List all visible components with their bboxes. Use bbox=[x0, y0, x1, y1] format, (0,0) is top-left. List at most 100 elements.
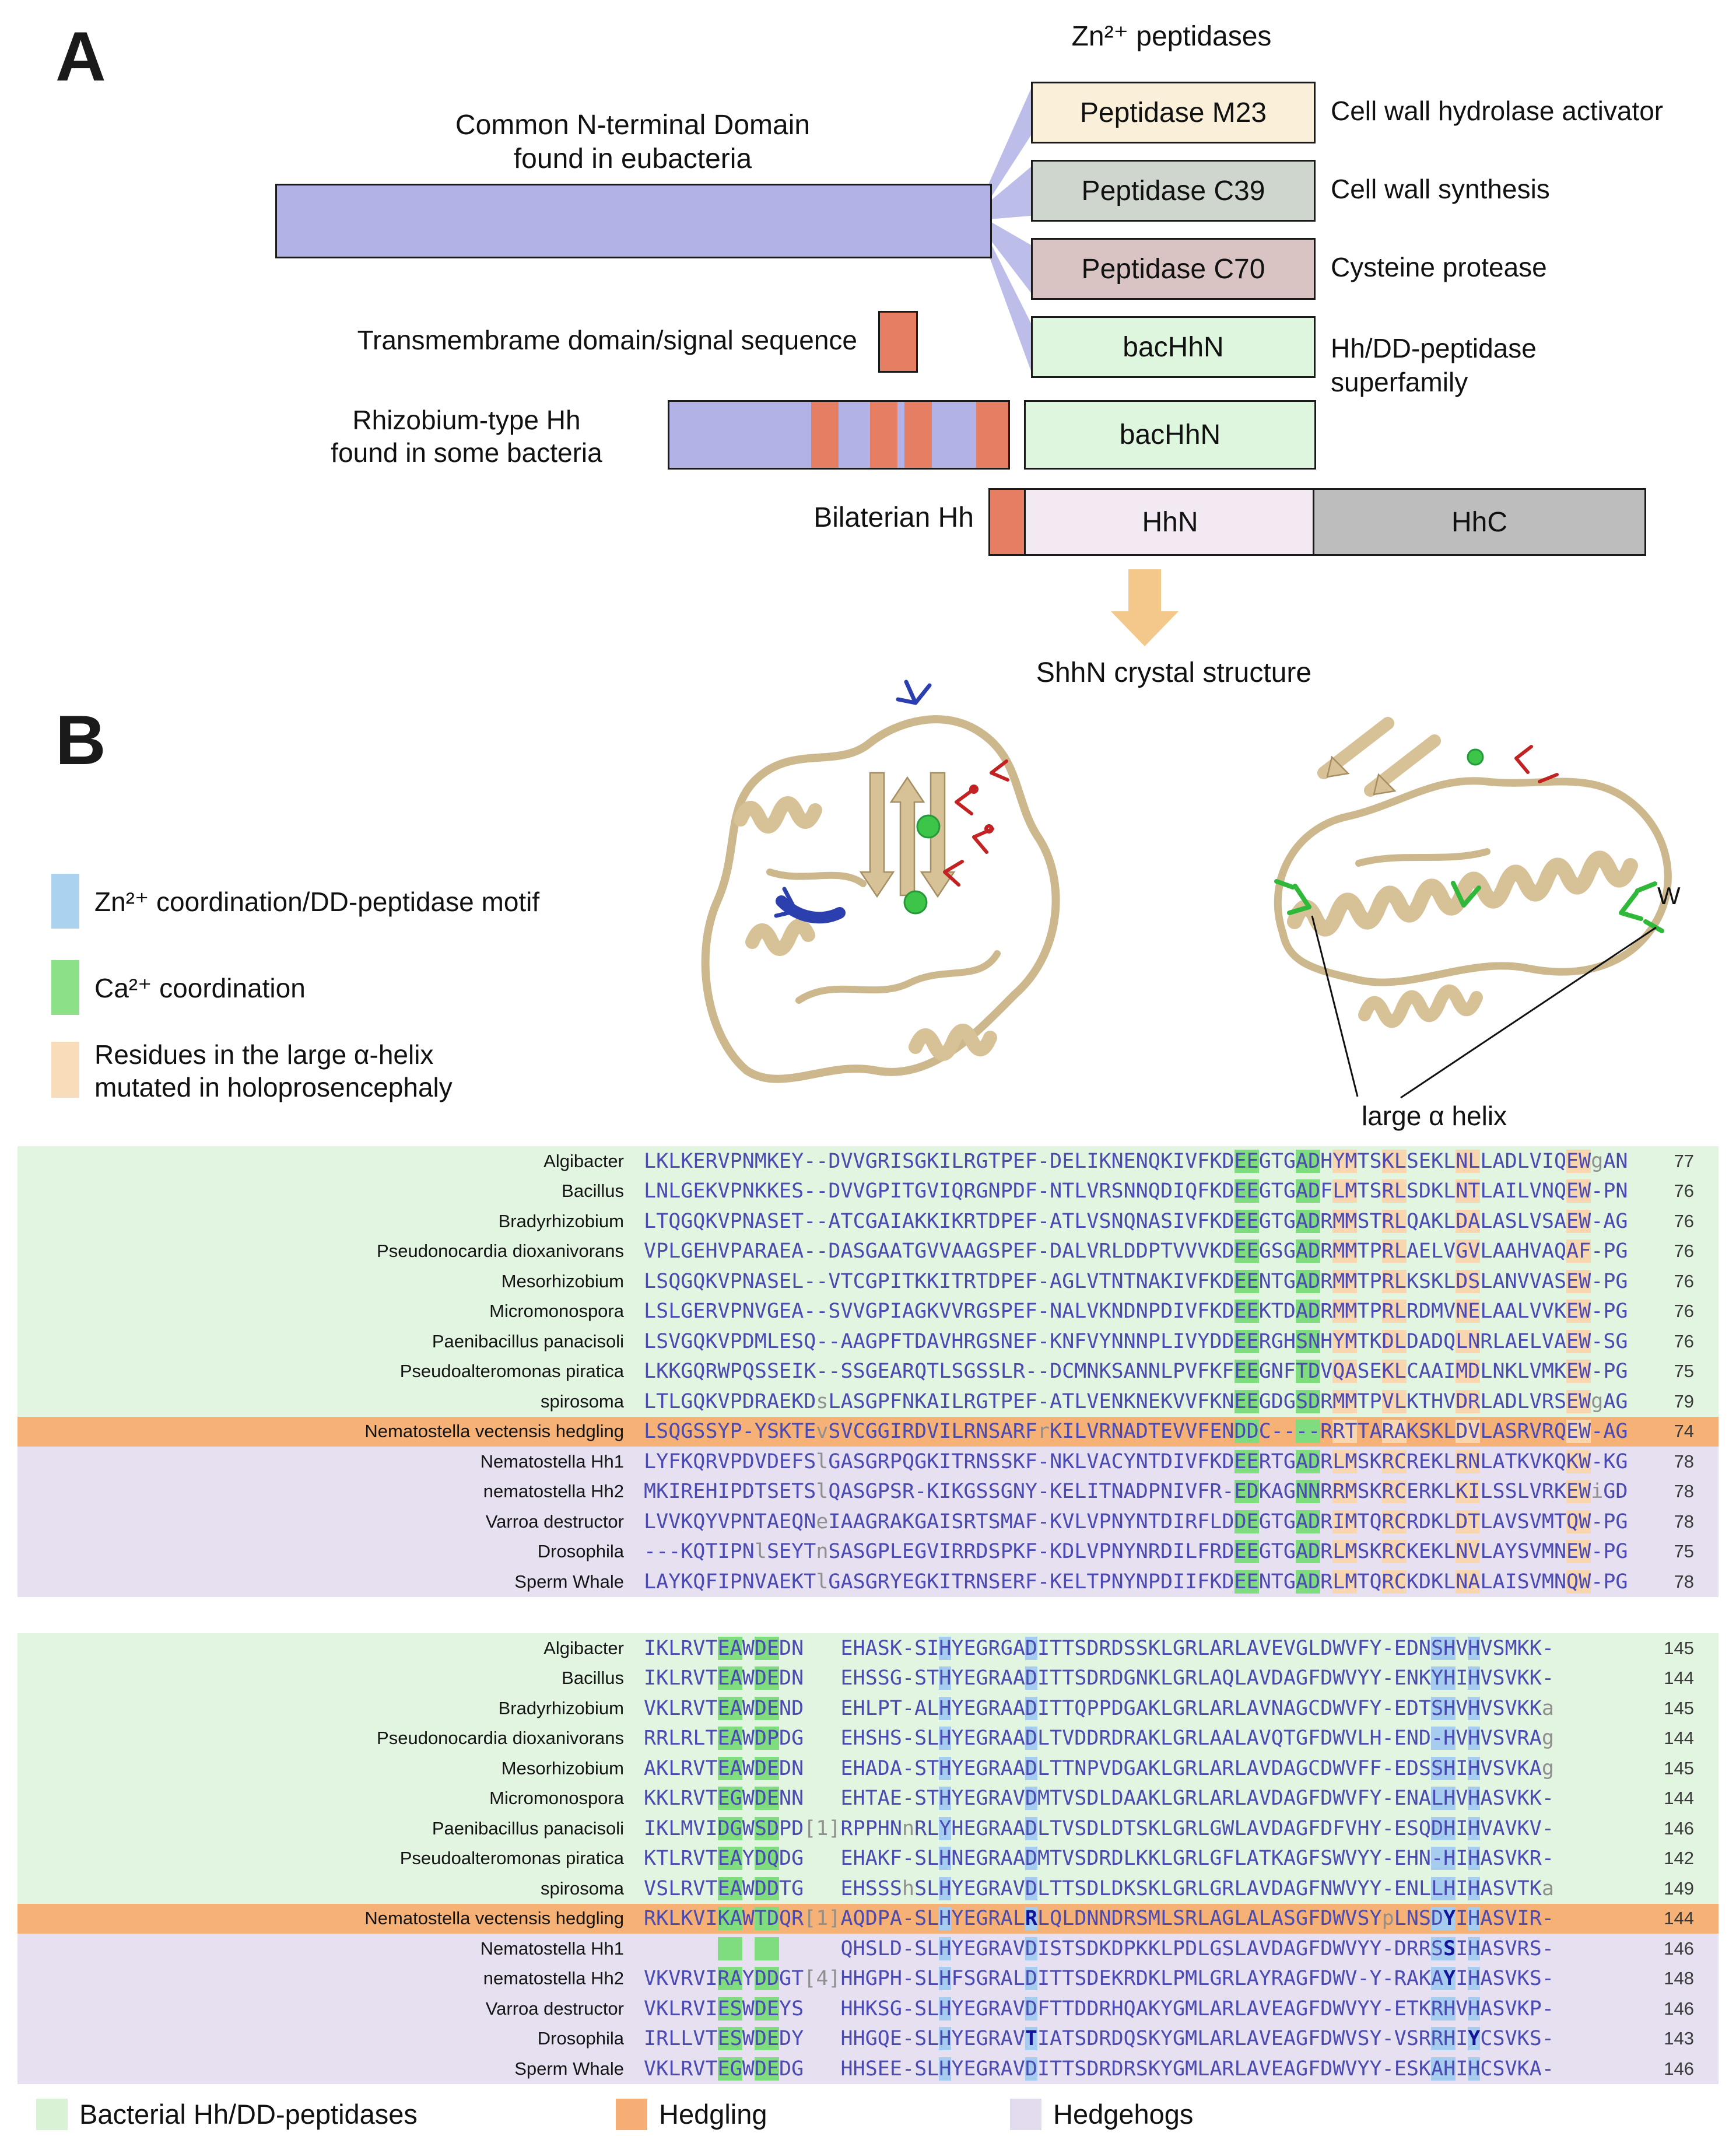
residue-number: 76 bbox=[1674, 1301, 1694, 1322]
shhn-crystal-caption: ShhN crystal structure bbox=[1036, 657, 1312, 688]
legend-text-helix-line2: mutated in holoprosencephaly bbox=[94, 1072, 453, 1102]
panel-a-label: A bbox=[55, 17, 106, 96]
residue-number: 146 bbox=[1664, 2058, 1694, 2079]
residue-number: 149 bbox=[1664, 1878, 1694, 1899]
legend-swatch-bacterial bbox=[36, 2099, 68, 2130]
residue-number: 78 bbox=[1674, 1481, 1694, 1502]
species-name: Algibacter bbox=[543, 1637, 624, 1658]
peptidase-c39-desc: Cell wall synthesis bbox=[1331, 174, 1550, 204]
legend-swatch-zn bbox=[51, 874, 79, 929]
residue-number: 76 bbox=[1674, 1181, 1694, 1202]
peptidase-c70-desc: Cysteine protease bbox=[1331, 252, 1547, 282]
legend-label-hedgehogs: Hedgehogs bbox=[1053, 2099, 1194, 2130]
residue-number: 78 bbox=[1674, 1571, 1694, 1592]
species-name: Nematostella vectensis hedgling bbox=[364, 1908, 624, 1929]
beta-strand bbox=[889, 776, 925, 897]
bachhn-label: bacHhN bbox=[1123, 331, 1224, 363]
calcium-residue-sticks bbox=[1274, 879, 1664, 933]
rhizobium-caption-line2: found in some bacteria bbox=[331, 437, 602, 468]
red-sticks bbox=[1514, 745, 1559, 783]
species-name: Mesorhizobium bbox=[501, 1757, 624, 1778]
residue-number: 77 bbox=[1674, 1150, 1694, 1171]
transmembrane-box bbox=[878, 311, 918, 373]
beta-strand bbox=[1373, 773, 1397, 796]
rhizobium-caption-line1: Rhizobium-type Hh bbox=[352, 405, 581, 435]
species-name: Paenibacillus panacisoli bbox=[432, 1818, 624, 1839]
species-name: Bradyrhizobium bbox=[498, 1210, 624, 1231]
legend-swatch-ca bbox=[51, 960, 79, 1015]
beta-strand bbox=[859, 772, 895, 898]
residue-number: 144 bbox=[1664, 1788, 1694, 1809]
bachhn-box: bacHhN bbox=[1031, 316, 1316, 378]
helix-residue-sticks bbox=[943, 759, 1009, 887]
fan-connector-bachhn bbox=[988, 239, 1031, 371]
hhc-label: HhC bbox=[1451, 506, 1508, 538]
peptidase-m23-desc: Cell wall hydrolase activator bbox=[1331, 96, 1664, 126]
species-name: Bacillus bbox=[562, 1181, 624, 1202]
residue-number: 78 bbox=[1674, 1451, 1694, 1472]
residue-number: 78 bbox=[1674, 1511, 1694, 1532]
species-name: spirosoma bbox=[541, 1391, 624, 1412]
rhizobium-orange-stripe bbox=[976, 402, 1008, 468]
legend-swatch-hedgehogs bbox=[1010, 2099, 1041, 2130]
species-name: Varroa destructor bbox=[485, 1511, 624, 1532]
species-name: Mesorhizobium bbox=[501, 1270, 624, 1291]
species-name: Pseudonocardia dioxanivorans bbox=[377, 1728, 624, 1749]
species-name: Varroa destructor bbox=[485, 1998, 624, 2019]
residue-number: 74 bbox=[1674, 1421, 1694, 1442]
transmembrane-label: Transmembrame domain/signal sequence bbox=[357, 325, 857, 355]
rhizobium-orange-stripe bbox=[904, 402, 932, 468]
common-nterminal-domain-box bbox=[275, 184, 992, 258]
calcium-ion bbox=[903, 890, 928, 915]
rhizobium-orange-stripe bbox=[870, 402, 897, 468]
residue-number: 144 bbox=[1664, 1668, 1694, 1689]
residue-number: 76 bbox=[1674, 1330, 1694, 1351]
species-name: Nematostella Hh1 bbox=[480, 1938, 624, 1959]
species-name: Pseudonocardia dioxanivorans bbox=[377, 1241, 624, 1262]
residue-number: 148 bbox=[1664, 1968, 1694, 1989]
peptidase-c70-label: Peptidase C70 bbox=[1081, 253, 1265, 285]
fan-connector-c70 bbox=[988, 220, 1031, 293]
species-name: Drosophila bbox=[537, 1541, 624, 1562]
legend-text-helix-line1: Residues in the large α-helix bbox=[94, 1039, 434, 1070]
superfamily-label-line1: Hh/DD-peptidase bbox=[1331, 333, 1537, 363]
species-name: Sperm Whale bbox=[514, 1571, 624, 1592]
residue-number: 145 bbox=[1664, 1697, 1694, 1718]
species-name: nematostella Hh2 bbox=[483, 1481, 624, 1502]
